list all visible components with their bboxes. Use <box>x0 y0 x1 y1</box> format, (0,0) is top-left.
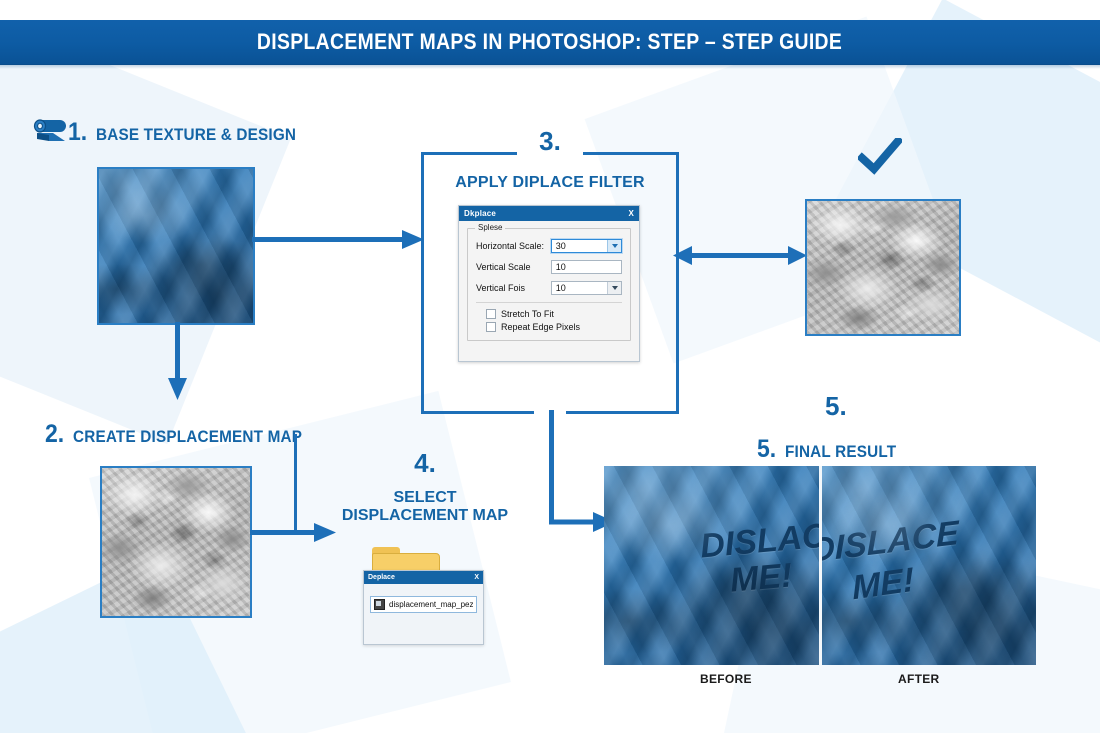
bracket-bottom-left <box>421 411 534 414</box>
header-banner: DISPLACEMENT MAPS IN PHOTOSHOP: STEP – S… <box>0 20 1100 64</box>
arrow-texture-to-map <box>168 322 187 400</box>
checkmark-icon <box>858 138 902 175</box>
dialog-titlebar: Dkplace X <box>459 206 639 221</box>
stretch-to-fit-row[interactable]: Stretch To Fit <box>486 309 622 319</box>
repeat-edge-pixels-row[interactable]: Repeat Edge Pixels <box>486 322 622 332</box>
step-5-number: 5. <box>757 435 777 463</box>
select-file-dialog[interactable]: Deplace X displacement_map_pez <box>363 570 484 645</box>
before-text-line2: ME! <box>728 556 794 600</box>
step-1-number: 1. <box>68 118 88 146</box>
horizontal-scale-input[interactable]: 30 <box>550 239 622 253</box>
bracket-bottom-right <box>566 411 679 414</box>
folder-tab <box>372 547 400 555</box>
before-text-line1: DISLACE <box>698 514 819 566</box>
close-icon[interactable]: X <box>628 209 634 218</box>
step-3-number: 3. <box>539 126 561 156</box>
step-5-label: FINAL RESULT <box>784 442 897 461</box>
image-file-icon <box>374 599 385 610</box>
arrow-double-filter-to-preview <box>673 246 807 265</box>
stretch-to-fit-label: Stretch To Fit <box>501 309 554 319</box>
repeat-edge-pixels-checkbox[interactable] <box>486 322 496 332</box>
chevron-down-icon[interactable] <box>607 282 621 294</box>
step-5-floating-number: 5. <box>825 391 847 421</box>
base-texture-image <box>97 167 255 325</box>
final-result-comparison: DISLACE ME! DISLACE ME! <box>604 466 1036 665</box>
vertical-scale-input[interactable]: 10 <box>550 260 622 274</box>
step-3-bracket: 3. APPLY DIPLACE FILTER <box>421 126 679 414</box>
group-legend: Splese <box>475 223 506 232</box>
bracket-top-left <box>421 152 517 155</box>
step-2-label: CREATE DISPLACEMENT MAP <box>72 427 302 446</box>
vertical-fois-input[interactable]: 10 <box>550 281 622 295</box>
fabric-roll-icon <box>33 119 66 141</box>
before-image: DISLACE ME! <box>604 466 819 665</box>
file-dialog-titlebar: Deplace X <box>364 571 483 584</box>
caption-after: AFTER <box>898 672 940 686</box>
bracket-right <box>676 152 679 414</box>
repeat-edge-pixels-label: Repeat Edge Pixels <box>501 322 581 332</box>
file-dialog-title: Deplace <box>368 574 395 581</box>
displace-filter-dialog[interactable]: Dkplace X Splese Horizontal Scale: 30 Ve… <box>458 205 640 362</box>
filter-preview-image <box>805 199 961 336</box>
horizontal-scale-value: 30 <box>555 241 566 251</box>
bracket-left <box>421 152 424 414</box>
stretch-to-fit-checkbox[interactable] <box>486 309 496 319</box>
file-dialog-body: displacement_map_pez <box>364 584 483 619</box>
page-title: DISPLACEMENT MAPS IN PHOTOSHOP: STEP – S… <box>257 29 843 54</box>
divider <box>476 302 622 303</box>
arrow-texture-to-filter <box>252 230 424 249</box>
vertical-scale-row: Vertical Scale 10 <box>476 260 622 274</box>
dialog-body: Splese Horizontal Scale: 30 Vertical Sca… <box>459 221 639 349</box>
vertical-fois-value: 10 <box>555 283 566 293</box>
step-3-label: APPLY DIPLACE FILTER <box>455 174 645 191</box>
caption-before: BEFORE <box>700 672 752 686</box>
step-4-label-line1: SELECT <box>393 489 457 506</box>
vertical-fois-row: Vertical Fois 10 <box>476 281 622 295</box>
horizontal-scale-row: Horizontal Scale: 30 <box>476 239 622 253</box>
after-text-line1: DISLACE <box>818 513 959 571</box>
displacement-map-image <box>100 466 252 618</box>
banner-shadow <box>0 64 1100 69</box>
after-image: DISLACE ME! <box>818 466 1036 665</box>
connector-line <box>294 434 297 532</box>
vertical-scale-value: 10 <box>555 262 566 272</box>
step-1-heading: 1. BASE TEXTURE & DESIGN <box>68 118 318 147</box>
horizontal-scale-label: Horizontal Scale: <box>476 241 545 251</box>
arrow-map-to-select <box>250 523 336 542</box>
vertical-fois-label: Vertical Fois <box>476 283 526 293</box>
file-name: displacement_map_pez <box>389 600 473 609</box>
step-4-number: 4. <box>414 448 436 478</box>
step-5-heading: 5. FINAL RESULT <box>757 435 908 464</box>
step-4-heading: 4. SELECT DISPLACEMENT MAP <box>339 448 511 525</box>
vertical-scale-label: Vertical Scale <box>476 262 531 272</box>
sphere-group: Splese Horizontal Scale: 30 Vertical Sca… <box>467 223 631 341</box>
dialog-title: Dkplace <box>464 209 497 218</box>
step-2-heading: 2. CREATE DISPLACEMENT MAP <box>45 420 327 449</box>
step-2-number: 2. <box>45 420 65 448</box>
after-text-line2: ME! <box>850 560 915 608</box>
chevron-down-icon[interactable] <box>607 240 621 252</box>
close-icon[interactable]: X <box>474 574 479 581</box>
step-1-label: BASE TEXTURE & DESIGN <box>95 125 297 144</box>
step-4-label-line2: DISPLACEMENT MAP <box>341 507 509 524</box>
file-list-item[interactable]: displacement_map_pez <box>370 596 477 613</box>
bracket-top-right <box>583 152 679 155</box>
